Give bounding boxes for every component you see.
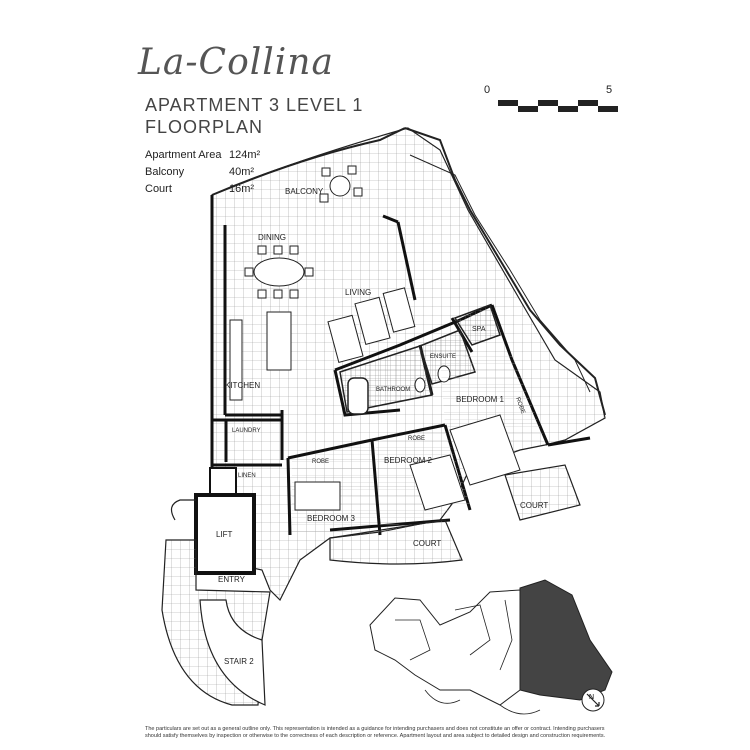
north-arrow-icon: N xyxy=(581,688,605,712)
beds xyxy=(294,414,521,511)
room-label-bedroom2: BEDROOM 2 xyxy=(384,456,433,465)
brand-logo: La-Collina xyxy=(138,42,334,83)
room-label-court: COURT xyxy=(520,501,548,510)
scale-start: 0 xyxy=(484,84,491,96)
courts xyxy=(329,464,581,565)
area-label: Apartment Area xyxy=(145,149,222,161)
area-table: Apartment Area 124m² Balcony 40m² Court … xyxy=(145,147,260,198)
scale-bar-graphic xyxy=(498,100,618,112)
room-label-robe: ROBE xyxy=(408,436,425,442)
room-label-bedroom1: BEDROOM 1 xyxy=(456,395,505,404)
bed-icon xyxy=(294,481,341,511)
room-label-bathroom: BATHROOM xyxy=(376,387,410,393)
key-plan-highlight xyxy=(519,579,613,701)
room-label-laundry: LAUNDRY xyxy=(232,428,261,434)
entry-stair xyxy=(161,499,271,706)
scale-bar: 0 5 xyxy=(478,84,628,124)
dining-table xyxy=(244,245,314,299)
title-floorplan: FLOORPLAN xyxy=(145,117,264,137)
room-label-entry: ENTRY xyxy=(218,575,246,584)
room-label-lift: LIFT xyxy=(216,530,233,539)
living-furniture xyxy=(327,287,416,364)
svg-text:N: N xyxy=(589,694,594,701)
area-label: Court xyxy=(145,183,172,195)
room-labels: BALCONY DINING LIVING KITCHEN LAUNDRY LI… xyxy=(216,187,548,666)
room-label-balcony: BALCONY xyxy=(285,187,324,196)
bed-icon xyxy=(449,414,521,486)
balcony-table xyxy=(319,165,363,203)
room-label-linen: LINEN xyxy=(238,473,256,479)
page-title: APARTMENT 3 LEVEL 1 FLOORPLAN xyxy=(145,94,363,138)
room-label-bedroom3: BEDROOM 3 xyxy=(307,514,356,523)
room-label-living: LIVING xyxy=(345,288,371,297)
disclaimer-text: The particulars are set out as a general… xyxy=(145,726,606,739)
kitchen-island xyxy=(229,311,292,401)
room-label-dining: DINING xyxy=(258,233,286,242)
title-apartment: APARTMENT 3 LEVEL 1 xyxy=(145,95,364,115)
room-label-spa: SPA xyxy=(472,326,486,333)
area-row: Balcony 40m² xyxy=(145,164,260,181)
room-label-robe: ROBE xyxy=(514,397,525,415)
balcony-outline xyxy=(211,127,606,416)
room-label-robe: ROBE xyxy=(312,459,329,465)
room-label-stair: STAIR 2 xyxy=(224,657,254,666)
room-label-ensuite: ENSUITE xyxy=(430,354,456,360)
scale-end: 5 xyxy=(606,84,613,96)
area-value: 124m² xyxy=(229,149,261,161)
area-row: Apartment Area 124m² xyxy=(145,147,260,164)
room-label-court: COURT xyxy=(413,539,441,548)
wet-areas xyxy=(339,304,501,415)
bathtub-icon xyxy=(347,377,369,415)
area-value: 40m² xyxy=(229,166,255,178)
lift-shaft xyxy=(194,467,256,575)
room-label-kitchen: KITCHEN xyxy=(225,381,260,390)
area-label: Balcony xyxy=(145,166,185,178)
bed-icon xyxy=(409,454,466,511)
key-plan xyxy=(369,579,613,715)
